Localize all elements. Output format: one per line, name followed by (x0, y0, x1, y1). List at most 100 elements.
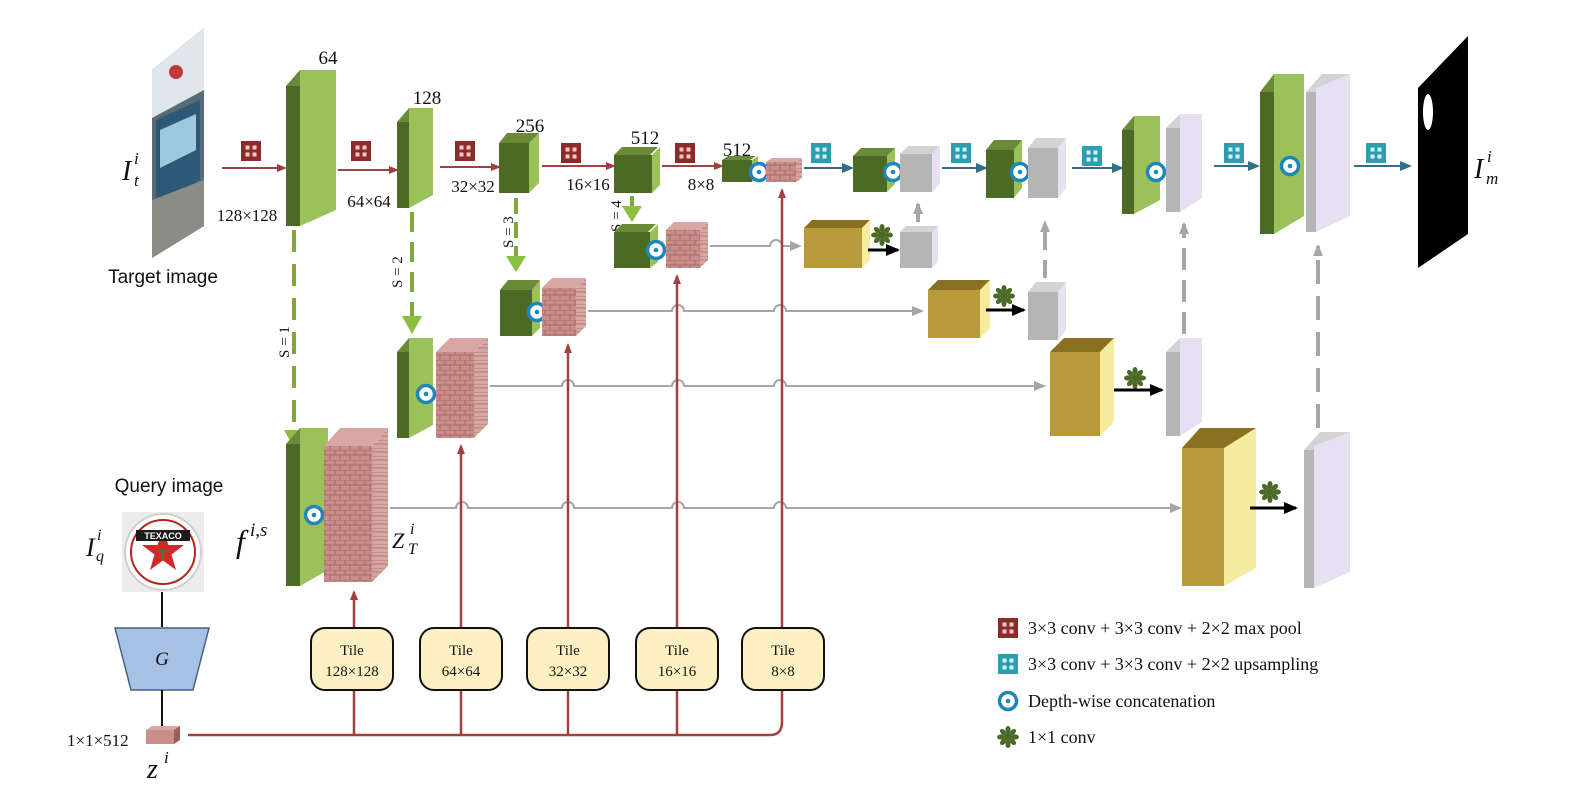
channels-256: 256 (516, 116, 545, 137)
latent-sup: i (164, 748, 169, 767)
upsample-icon (1366, 143, 1386, 163)
concat-icon (1009, 161, 1031, 183)
legend: 3×3 conv + 3×3 conv + 2×2 max pool 3×3 c… (997, 618, 1318, 748)
legend-item-3: Depth-wise concatenation (1028, 691, 1215, 711)
size-64: 64×64 (347, 192, 391, 211)
skip-connection-2 (490, 379, 1046, 391)
encoder-block-3 (499, 133, 539, 193)
channels-512-a: 512 (631, 128, 660, 149)
tiled-sup: i (410, 521, 414, 538)
small-gray-4 (900, 226, 938, 268)
upsample-icon (1224, 143, 1244, 163)
latent-bus (188, 188, 786, 737)
scale-label-1: S = 1 (277, 326, 293, 358)
decoder-feature-4 (1260, 74, 1304, 234)
conv1x1-icon (1259, 481, 1281, 503)
channels-512-b: 512 (723, 140, 752, 161)
query-image: TEXACO T (122, 512, 204, 592)
query-sub: q (96, 548, 104, 565)
tile-size: 64×64 (442, 664, 481, 680)
latent-sym: z (146, 754, 158, 785)
tile-box-3: Tile 32×32 (526, 627, 610, 691)
bottleneck-tiled-feature (766, 158, 802, 182)
scale-arrowhead-4 (622, 206, 642, 222)
maxpool-icon (675, 143, 695, 163)
skip-connection-3 (588, 304, 924, 316)
legend-item-4: 1×1 conv (1028, 727, 1096, 747)
size-32: 32×32 (451, 177, 495, 196)
gold-block-2 (1050, 338, 1114, 436)
size-128: 128×128 (217, 206, 278, 225)
concat-icon (997, 690, 1019, 712)
red-conv-icon (998, 618, 1018, 638)
level2-feature (397, 338, 433, 438)
skip-connection-4 (710, 239, 802, 251)
level2-tiled (436, 338, 488, 438)
target-sub: t (134, 171, 140, 190)
gold-block-1 (1182, 428, 1256, 586)
decoder-gray-2 (1028, 138, 1066, 198)
star-conv-icon (997, 726, 1019, 748)
svg-text:TEXACO: TEXACO (144, 531, 182, 541)
tile-title: Tile (771, 643, 795, 659)
star-logo-icon (142, 530, 184, 570)
tile-size: 16×16 (658, 664, 697, 680)
scale-label-4: S = 4 (609, 200, 625, 232)
target-label-symbol: I i t (121, 149, 140, 190)
decoder-gray-3 (1166, 114, 1202, 212)
latent-symbol: z i (146, 748, 169, 785)
query-symbol: I i q (85, 527, 104, 565)
tile-box-5: Tile 8×8 (741, 627, 825, 691)
concat-icon (882, 161, 904, 183)
tile-size: 32×32 (549, 664, 587, 680)
legend-item-1: 3×3 conv + 3×3 conv + 2×2 max pool (1028, 618, 1302, 638)
target-sup: i (134, 149, 139, 168)
maxpool-icon (561, 143, 581, 163)
target-image-label: Target image (108, 267, 218, 288)
gold-block-4 (804, 220, 870, 268)
tiled-symbol: Z i T (392, 521, 418, 558)
tile-title: Tile (665, 643, 689, 659)
target-sym: I (121, 156, 133, 187)
upsample-icon (811, 143, 831, 163)
tile-box-1: Tile 128×128 (310, 627, 394, 691)
maxpool-icon (455, 141, 475, 161)
tile-title: Tile (340, 643, 364, 659)
channels-64: 64 (319, 48, 339, 69)
generator-block: G (114, 627, 210, 691)
scale-label-3: S = 3 (501, 216, 517, 248)
level1-tiled (324, 428, 388, 582)
tile-title: Tile (556, 643, 580, 659)
channels-128: 128 (413, 88, 442, 109)
concat-icon (1279, 155, 1301, 177)
output-sub: m (1486, 169, 1498, 188)
conv1x1-icon (993, 285, 1015, 307)
conv1x1-icon (871, 224, 893, 246)
upsample-icon (1082, 146, 1102, 166)
decoder-feature-3 (1122, 116, 1160, 214)
output-mask (1418, 36, 1468, 268)
query-image-label: Query image (115, 476, 224, 497)
level4-feature (614, 224, 658, 268)
tile-box-2: Tile 64×64 (419, 627, 503, 691)
tile-box-4: Tile 16×16 (635, 627, 719, 691)
target-image (152, 28, 204, 258)
concat-icon (303, 504, 325, 526)
legend-item-2: 3×3 conv + 3×3 conv + 2×2 upsampling (1028, 654, 1318, 674)
feature-sym: f (236, 523, 249, 559)
scale-arrowhead-3 (506, 256, 526, 272)
latent-vector (146, 726, 180, 744)
teal-upsample-icon (998, 654, 1018, 674)
tiled-sym: Z (392, 528, 405, 553)
scale-label-2: S = 2 (390, 256, 406, 288)
tile-title: Tile (449, 643, 473, 659)
encoder-block-2 (397, 108, 433, 208)
maxpool-icon (241, 141, 261, 161)
output-sup: i (1487, 147, 1492, 166)
generator-label: G (155, 649, 169, 670)
feature-symbol: f i,s (236, 520, 267, 559)
query-sym: I (85, 533, 96, 562)
encoder-block-1 (286, 70, 336, 226)
level1-feature (286, 428, 328, 586)
concat-icon (645, 239, 667, 261)
